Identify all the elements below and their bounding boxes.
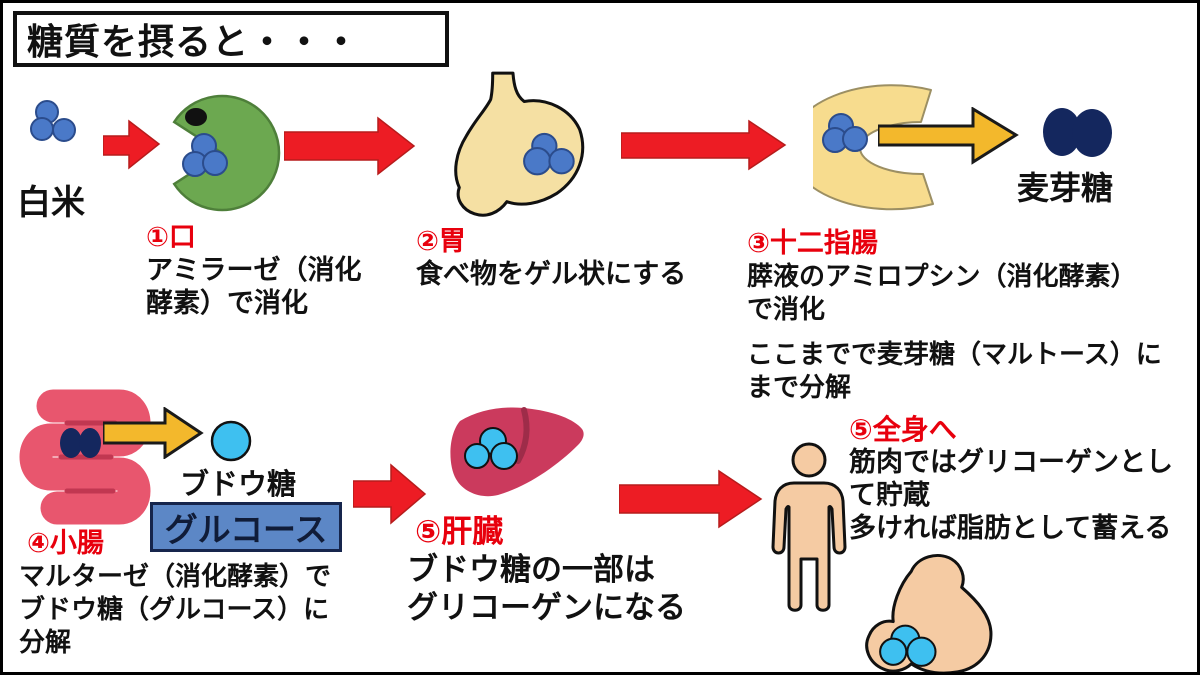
red-arrow-icon bbox=[103, 119, 161, 170]
glucose-name-box: グルコース bbox=[150, 502, 342, 552]
step-label-intestine: ④小腸 bbox=[27, 528, 104, 558]
glucose-label: ブドウ糖 bbox=[180, 469, 297, 501]
glucose-icon bbox=[210, 420, 252, 462]
rice-starch-icon bbox=[30, 100, 76, 142]
red-arrow-icon bbox=[284, 116, 416, 176]
yellow-arrow-icon bbox=[878, 107, 1019, 165]
mouth-eye-icon bbox=[185, 108, 207, 126]
red-arrow-icon bbox=[621, 119, 787, 171]
step-label-liver: ⑤肝臓 bbox=[415, 514, 504, 549]
intestine-caption: ④小腸 マルターゼ（消化酵素）で ブドウ糖（グルコース）に 分解 bbox=[19, 528, 332, 657]
step-label-stomach: ②胃 bbox=[416, 226, 466, 256]
duodenum-icon bbox=[813, 84, 934, 211]
red-arrow-icon bbox=[353, 463, 427, 525]
yellow-arrow-icon bbox=[103, 407, 204, 459]
stomach-caption: ②胃 食べ物をゲル状にする bbox=[416, 226, 687, 289]
body-caption: ⑤全身へ 筋肉ではグリコーゲンとし て貯蔵 多ければ脂肪として蓄える bbox=[849, 414, 1173, 543]
duodenum-caption: ③十二指腸 膵液のアミロプシン（消化酵素） で消化 ここまでで麦芽糖（マルトース… bbox=[747, 228, 1162, 402]
liver-icon bbox=[450, 407, 584, 497]
title-box: 糖質を摂ると・・・ bbox=[13, 11, 449, 67]
mouth-caption: ①口 アミラーゼ（消化 酵素）で消化 bbox=[146, 222, 362, 318]
liver-caption: ⑤肝臓 ブドウ糖の一部は グリコーゲンになる bbox=[407, 514, 686, 625]
intestine-icon bbox=[19, 389, 151, 525]
step-label-duodenum: ③十二指腸 bbox=[747, 228, 878, 258]
step-label-mouth: ①口 bbox=[146, 222, 196, 252]
red-arrow-icon bbox=[619, 469, 763, 529]
stomach-icon bbox=[454, 71, 585, 217]
page-title: 糖質を摂ると・・・ bbox=[27, 21, 361, 62]
mouth-icon bbox=[172, 94, 281, 212]
human-body-icon bbox=[771, 442, 847, 612]
rice-label: 白米 bbox=[17, 184, 85, 222]
step-label-body: ⑤全身へ bbox=[849, 414, 957, 445]
maltose-label: 麦芽糖 bbox=[1017, 170, 1114, 206]
maltose-icon bbox=[1043, 108, 1112, 157]
glucose-box-label: グルコース bbox=[164, 511, 328, 548]
arm-muscle-icon bbox=[865, 554, 993, 672]
